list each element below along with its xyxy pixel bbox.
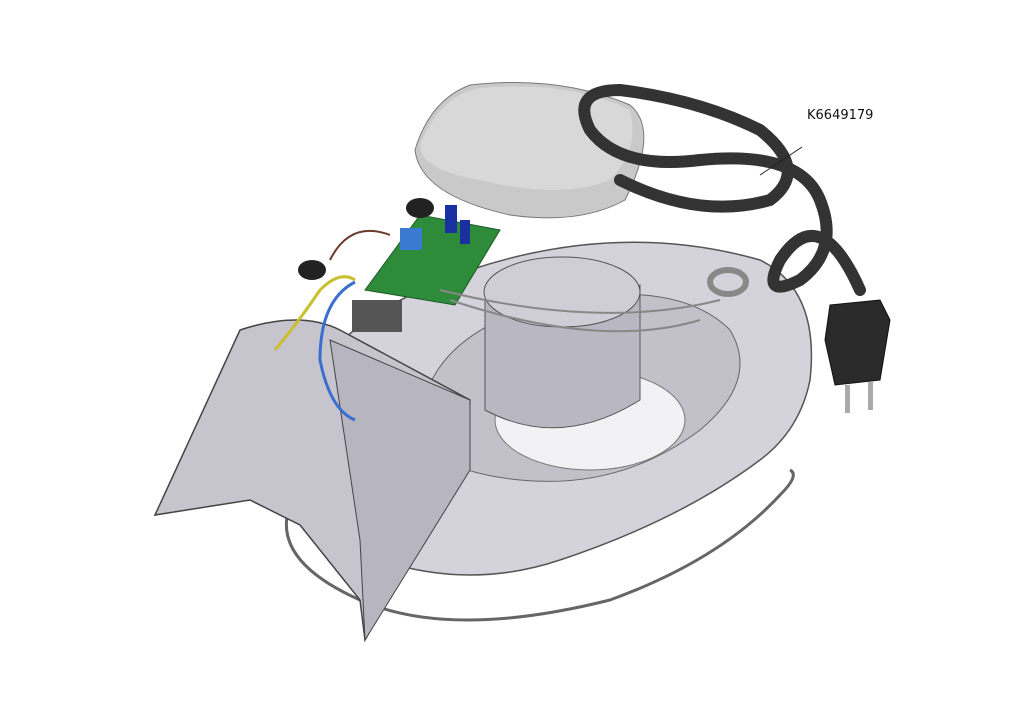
blue-wire bbox=[318, 280, 356, 422]
callout-leader-line bbox=[759, 146, 803, 176]
ferrite-ring bbox=[707, 267, 749, 297]
power-plug bbox=[824, 299, 891, 386]
cable-grommet bbox=[406, 198, 434, 218]
power-cord bbox=[578, 83, 866, 296]
plug-pin bbox=[845, 385, 850, 413]
wire-loop bbox=[284, 468, 795, 622]
capacitor bbox=[445, 205, 457, 233]
brown-wire bbox=[329, 230, 391, 261]
terminal-block bbox=[352, 300, 402, 332]
capacitor bbox=[460, 220, 470, 244]
grey-wires bbox=[439, 289, 721, 333]
relay bbox=[400, 228, 422, 250]
plug-pin bbox=[868, 382, 873, 410]
flap-panel bbox=[329, 339, 471, 642]
part-number-label: K6649179 bbox=[807, 108, 874, 123]
yellow-green-wire bbox=[273, 275, 356, 351]
cable-grommet bbox=[298, 260, 326, 280]
